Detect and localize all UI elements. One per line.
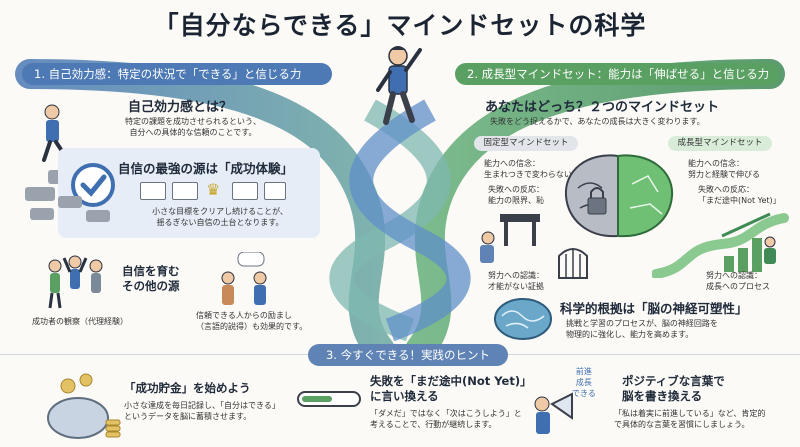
page-title: 「自分ならできる」マインドセットの科学 (153, 11, 647, 40)
tip2-desc-line1: 「ダメだ」ではなく「次はこうしよう」と (370, 409, 522, 418)
certificate-icon (172, 182, 198, 200)
fixed-belief: 能力への信念： 生まれつきで変わらない (484, 158, 572, 180)
tip3-desc-line2: で具体的な言葉を習慣にしましょう。 (614, 420, 750, 429)
vicarious-experience-label: 成功者の観察（代理経験） (32, 317, 128, 326)
other-sources-line2: その他の源 (122, 279, 180, 293)
tip3-desc-line1: 「私は着実に前進している」など、肯定的 (614, 409, 766, 418)
fixed-belief-line1: 能力への信念： (484, 159, 540, 168)
progress-bar-icon (297, 391, 361, 407)
success-experience-desc: 小さな目標をクリアし続けることが、 揺るぎない自信の土台となります。 (135, 206, 305, 228)
tip3-desc: 「私は着実に前進している」など、肯定的 で具体的な言葉を習慣にしましょう。 (614, 408, 765, 430)
megaphone-words: 前進 成長 できる (572, 366, 596, 399)
megaphone-illustration (534, 392, 573, 434)
growth-effort-line2: 成長へのプロセス (706, 282, 770, 291)
piggy-bank-icon (47, 373, 121, 439)
fixed-effort-line2: 才能がない証拠 (488, 282, 544, 291)
fixed-belief-line2: 生まれつきで変わらない (484, 170, 572, 179)
fixed-mindset-label: 固定型マインドセット (474, 136, 578, 151)
fixed-effort: 努力への認識： 才能がない証拠 (488, 270, 544, 292)
section1-banner: 1. 自己効力感：特定の状況で「できる」と信じる力 (22, 63, 332, 85)
success-desc-line1: 小さな目標をクリアし続けることが、 (152, 207, 288, 216)
growth-belief: 能力への信念： 努力と経験で伸びる (688, 158, 760, 180)
neuroplasticity-heading: 科学的根拠は「脳の神経可塑性」 (560, 301, 748, 316)
fixed-failure-line2: 能力の限界、恥 (488, 196, 544, 205)
tip1-desc: 小さな達成を毎日記録し、「自分はできる」 というデータを脳に蓄積させます。 (124, 400, 280, 422)
tip2-title-line2: に言い換える (370, 389, 439, 403)
megaphone-word-3: できる (572, 389, 596, 398)
self-efficacy-desc: 特定の課題を成功させられるという、 自分への具体的な信頼のことです。 (118, 116, 268, 138)
locked-cage-icon (558, 248, 588, 279)
success-experience-heading: 自信の最強の源は「成功体験」 (118, 161, 294, 176)
cheering-people-illustration (48, 255, 103, 309)
other-sources-heading: 自信を育む その他の源 (122, 264, 180, 294)
tip1-desc-line1: 小さな達成を毎日記録し、「自分はできる」 (124, 401, 280, 410)
other-sources-line1: 自信を育む (122, 264, 180, 278)
neural-brain-icon (494, 298, 552, 340)
section3-banner: 3. 今すぐできる！実践のヒント (308, 344, 508, 366)
split-brain-illustration (564, 154, 674, 238)
trophy-icon: ♛ (206, 180, 221, 199)
neuroplasticity-desc: 挑戦と学習のプロセスが、脳の神経回路を 物理的に強化し、能力を高めます。 (566, 318, 718, 340)
neuroplasticity-line2: 物理的に強化し、能力を高めます。 (566, 330, 694, 339)
certificate-icon (264, 182, 286, 200)
two-mindsets-desc: 失敗をどう捉えるかで、あなたの成長は大きく変わります。 (490, 117, 705, 126)
tip2-title: 失敗を「まだ途中(Not Yet)」 に言い換える (370, 374, 532, 404)
neuroplasticity-line1: 挑戦と学習のプロセスが、脳の神経回路を (566, 319, 718, 328)
growth-effort: 努力への認識： 成長へのプロセス (706, 270, 770, 292)
tip2-desc-line2: 考えることで、行動が継続します。 (370, 420, 497, 429)
self-efficacy-desc-line1: 特定の課題を成功させられるという、 (125, 117, 261, 126)
stepping-stones-illustration (30, 196, 110, 222)
megaphone-word-2: 成長 (575, 378, 592, 387)
megaphone-word-1: 前進 (575, 367, 592, 376)
certificate-icon (232, 182, 258, 200)
tip1-desc-line2: というデータを脳に蓄積させます。 (124, 412, 252, 421)
growth-belief-line2: 努力と経験で伸びる (688, 170, 760, 179)
persuasion-line1: 信頼できる人からの励まし (196, 311, 292, 320)
success-desc-line2: 揺るぎない自信の土台となります。 (156, 218, 284, 227)
fixed-failure: 失敗への反応： 能力の限界、恥 (488, 184, 544, 206)
verbal-persuasion-desc: 信頼できる人からの励まし （言語的説得）も効果的です。 (196, 310, 307, 332)
barrier-illustration (480, 214, 540, 263)
self-efficacy-heading: 自己効力感とは？ (128, 100, 233, 115)
growth-failure: 失敗への反応： 「まだ途中(Not Yet)」 (698, 184, 781, 206)
tip3-title-line1: ポジティブな言葉で (622, 374, 725, 388)
achievement-icons: ♛ (140, 180, 290, 202)
climbing-person-illustration (376, 46, 422, 125)
encouragement-illustration (221, 252, 267, 305)
growth-mindset-label: 成長型マインドセット (668, 136, 772, 151)
growth-effort-line1: 努力への認識： (706, 271, 762, 280)
fixed-failure-line1: 失敗への反応： (488, 185, 544, 194)
check-badge-icon (71, 163, 115, 207)
certificate-icon (140, 182, 166, 200)
growth-failure-line2: 「まだ途中(Not Yet)」 (698, 196, 781, 205)
self-efficacy-desc-line2: 自分への具体的な信頼のことです。 (129, 128, 257, 137)
tip1-title: 「成功貯金」を始めよう (124, 381, 251, 395)
fixed-effort-line1: 努力への認識： (488, 271, 544, 280)
section2-banner: 2. 成長型マインドセット：能力は「伸ばせる」と信じる力 (455, 63, 780, 85)
two-mindsets-heading: あなたはどっち？２つのマインドセット (485, 100, 720, 115)
growth-belief-line1: 能力への信念： (688, 159, 744, 168)
persuasion-line2: （言語的説得）も効果的です。 (196, 322, 308, 331)
growth-path-illustration (652, 212, 789, 278)
tip3-title-line2: 脳を書き換える (622, 389, 703, 403)
tip2-desc: 「ダメだ」ではなく「次はこうしよう」と 考えることで、行動が継続します。 (370, 408, 522, 430)
growth-failure-line1: 失敗への反応： (698, 185, 754, 194)
tip2-title-line1: 失敗を「まだ途中(Not Yet)」 (370, 374, 532, 388)
tip3-title: ポジティブな言葉で 脳を書き換える (622, 374, 725, 404)
